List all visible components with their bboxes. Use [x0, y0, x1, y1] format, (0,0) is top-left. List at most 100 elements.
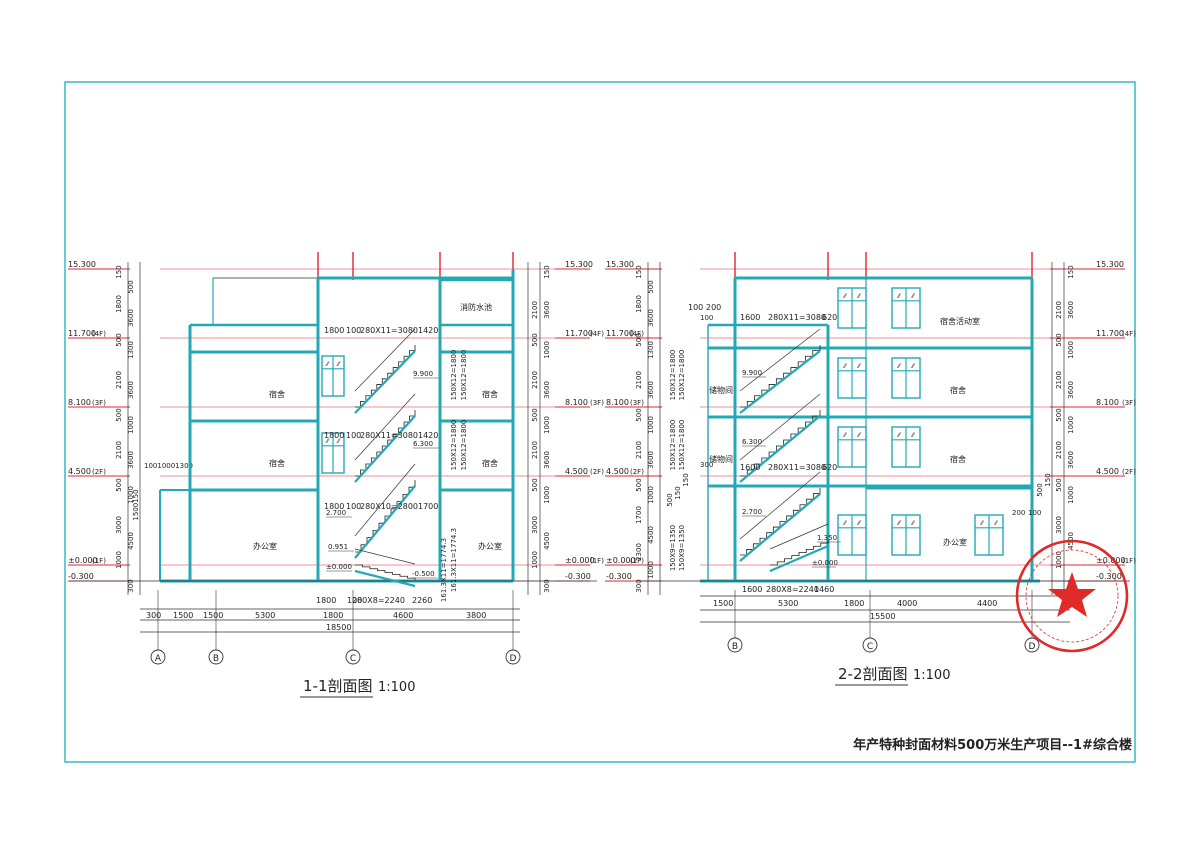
dim-left-value: 500	[115, 333, 123, 346]
window-1f-right-mark: ⁄⁄	[979, 520, 985, 527]
level-floor-tag-right: (2F)	[630, 468, 644, 476]
dim-right-value: 3600	[543, 381, 551, 399]
dim-bottom-value: 2260	[412, 596, 432, 605]
stair-window-mark: ⁄⁄	[324, 438, 330, 445]
dim-left-value: 150	[635, 265, 643, 278]
stair-note-vertical: 161.3X11=1774.3	[440, 538, 448, 602]
dim-left-value: 500	[666, 493, 674, 506]
dim-bottom-value: 4600	[393, 611, 413, 620]
stair-note-vertical: 150X12=1800	[669, 350, 677, 401]
stair-note: 280X11=3080	[360, 326, 418, 335]
dim-right-value: 4500	[543, 532, 551, 550]
stair-window-mark: ⁄⁄	[335, 438, 341, 445]
dim-bottom-value: 100	[347, 596, 362, 605]
stair-note: 1600	[740, 463, 760, 472]
stair-flight-ground-slab	[769, 544, 829, 573]
axis-bubble-label: C	[867, 642, 873, 652]
dim-bottom-value: 1500	[713, 599, 733, 608]
stair-note: 1800	[324, 431, 344, 440]
room-label: 储物间	[709, 454, 733, 464]
room-label: 办公室	[478, 541, 502, 551]
window-3f-left-mark: ⁄⁄	[856, 363, 862, 370]
room-label: 宿舍	[482, 458, 498, 468]
dim-right-value: 500	[1055, 408, 1063, 421]
spot-elevation: 0.951	[328, 543, 348, 551]
window-1f-mid-mark: ⁄⁄	[896, 520, 902, 527]
axis-bubble-label: C	[350, 654, 356, 664]
stair-note: 280X10=2800	[360, 502, 418, 511]
room-label: 办公室	[253, 541, 277, 551]
dim-right-value: 3600	[1067, 381, 1075, 399]
dim-right-value: 1000	[1055, 551, 1063, 569]
stair-note-vertical: 150X9=1350	[678, 525, 686, 571]
dim-left-value: 500	[635, 333, 643, 346]
dim-right-value: 150	[543, 265, 551, 278]
dim-right-value: 2100	[531, 301, 539, 319]
level-elevation-left: ±0.000	[68, 556, 98, 565]
level-floor-tag-right-r: (2F)	[1122, 468, 1136, 476]
level-floor-tag-left-r: (1F)	[590, 557, 604, 565]
title-block-text: 年产特种封面材料500万米生产项目--1#综合楼	[853, 737, 1132, 753]
dim-left-value: 500	[647, 280, 655, 293]
axis-bubble	[862, 637, 878, 653]
stair-note-vertical: 150X12=1800	[460, 420, 468, 471]
spot-elevation: 6.300	[413, 440, 433, 448]
stair-note: 1700	[418, 502, 438, 511]
level-elevation-left-r: 15.300	[565, 260, 593, 269]
axis-bubble	[505, 649, 521, 665]
stair-note-vertical: 150X12=1800	[669, 420, 677, 471]
room-label: 宿舍	[269, 389, 285, 399]
level-elevation-right: 4.500	[606, 467, 629, 476]
level-elevation-right: 15.300	[606, 260, 634, 269]
window-1f-left-mark: ⁄⁄	[842, 520, 848, 527]
dim-left-sill: 1500150	[132, 489, 140, 520]
stair-note-vertical: 150X12=1800	[450, 350, 458, 401]
room-label: 宿舍活动室	[940, 316, 980, 326]
stair-note: 1800	[324, 502, 344, 511]
dim-bottom-value: 1600	[742, 585, 762, 594]
dim-right-value: 500	[1055, 478, 1063, 491]
stair-flight-ground	[354, 548, 416, 588]
stair-note: 100	[700, 314, 713, 322]
window-4f-left-mark: ⁄⁄	[842, 293, 848, 300]
dim-bottom-value: 1500	[203, 611, 223, 620]
dim-left-value: 1000	[115, 551, 123, 569]
dim-right-value: 500	[1055, 333, 1063, 346]
drawing-frame	[64, 81, 1136, 763]
window-4f-mid-mark: ⁄⁄	[896, 293, 902, 300]
level-floor-tag-right: (4F)	[630, 330, 644, 338]
dim-bottom-value: 3800	[466, 611, 486, 620]
level-elevation-right-r: ±0.000	[1096, 556, 1126, 565]
window-2f-left-mark: ⁄⁄	[842, 432, 848, 439]
spot-elevation: -0.500	[412, 570, 435, 578]
stair-flight-slab	[354, 485, 416, 559]
level-floor-tag-left: (2F)	[92, 468, 106, 476]
dim-left-value: 3600	[647, 309, 655, 327]
window-2f-left-mark: ⁄⁄	[856, 432, 862, 439]
dim-right-value: 500	[531, 333, 539, 346]
dim-left-value: 3600	[127, 309, 135, 327]
stair-note: 100	[1028, 509, 1041, 517]
stair-note: 100	[346, 502, 361, 511]
dim-left-value: 1800	[635, 295, 643, 313]
dim-bottom-value: 1800	[316, 596, 336, 605]
dim-bottom-value: 4000	[897, 599, 917, 608]
dim-bottom-value: 5300	[778, 599, 798, 608]
stair-flight	[739, 471, 821, 562]
room-label: 宿舍	[950, 454, 966, 464]
axis-bubble	[150, 649, 166, 665]
room-label: 储物间	[709, 385, 733, 395]
dim-bottom-value: 300	[146, 611, 161, 620]
stair-flight-slab	[739, 493, 821, 562]
dim-bottom-value: 1460	[814, 585, 834, 594]
level-elevation-right-r: 4.500	[1096, 467, 1119, 476]
stair-note-vertical: 161.3X11=1774.3	[450, 528, 458, 592]
dim-right-value: 2100	[531, 371, 539, 389]
dim-left-value: 3000	[115, 516, 123, 534]
dim-right-value: 1000	[543, 341, 551, 359]
level-elevation-left-r: 8.100	[565, 398, 588, 407]
dim-right-value: 3600	[1067, 451, 1075, 469]
